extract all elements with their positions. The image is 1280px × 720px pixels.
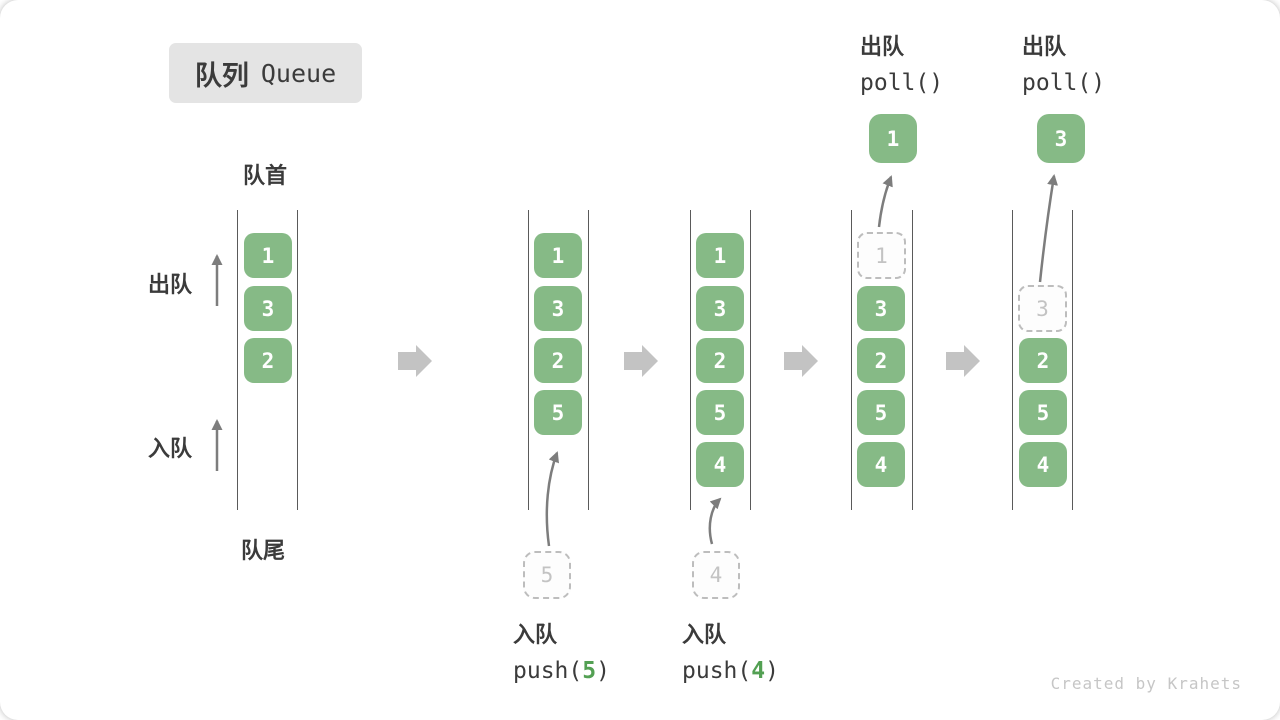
queue-cell: 1 bbox=[696, 233, 744, 278]
polled-value-box: 3 bbox=[1037, 114, 1085, 163]
queue-cell: 2 bbox=[696, 338, 744, 383]
queue-cell: 3 bbox=[696, 286, 744, 331]
queue-column-rails bbox=[690, 210, 751, 510]
dequeued-ghost-cell: 1 bbox=[857, 232, 906, 279]
queue-cell: 4 bbox=[1019, 442, 1067, 487]
title-en: Queue bbox=[260, 58, 337, 88]
queue-cell: 4 bbox=[696, 442, 744, 487]
poll-caption-code: poll() bbox=[1022, 70, 1106, 96]
queue-cell: 2 bbox=[244, 338, 292, 383]
polled-value-box: 1 bbox=[869, 114, 917, 163]
code-arg: 4 bbox=[751, 658, 766, 684]
dequeued-ghost-cell: 3 bbox=[1018, 285, 1067, 332]
title-badge: 队列 Queue bbox=[169, 43, 362, 103]
push-caption-name: 入队 bbox=[513, 622, 558, 647]
title-zh: 队列 bbox=[194, 60, 249, 91]
queue-cell: 2 bbox=[1019, 338, 1067, 383]
watermark: Created by Krahets bbox=[1050, 674, 1242, 693]
code-close: ) bbox=[596, 658, 610, 684]
queue-cell: 3 bbox=[534, 286, 582, 331]
state-transition-arrow bbox=[398, 345, 432, 377]
queue-cell: 3 bbox=[244, 286, 292, 331]
queue-cell: 2 bbox=[857, 338, 905, 383]
staged-enqueue-cell: 4 bbox=[692, 551, 740, 599]
state-transition-arrow bbox=[624, 345, 658, 377]
code-open: push( bbox=[513, 658, 583, 684]
queue-rear-label: 队尾 bbox=[241, 538, 286, 563]
queue-cell: 2 bbox=[534, 338, 582, 383]
queue-front-label: 队首 bbox=[243, 163, 288, 188]
state-transition-arrow bbox=[784, 345, 818, 377]
push-caption-5: 入队 push(5) bbox=[513, 617, 610, 684]
code-arg: 5 bbox=[582, 658, 597, 684]
state-transition-arrow bbox=[946, 345, 980, 377]
queue-column-rails bbox=[528, 210, 589, 510]
queue-column-rails bbox=[1012, 210, 1073, 510]
queue-column-rails bbox=[851, 210, 913, 510]
dequeue-label-left: 出队 bbox=[148, 272, 193, 297]
queue-cell: 1 bbox=[244, 233, 292, 278]
poll-caption-1: 出队 poll() bbox=[860, 29, 943, 96]
push-caption-code: push(5) bbox=[513, 658, 610, 684]
queue-column-rails bbox=[237, 210, 298, 510]
code-open: push( bbox=[682, 658, 752, 684]
queue-cell: 4 bbox=[857, 442, 905, 487]
push-caption-name: 入队 bbox=[682, 622, 727, 647]
poll-caption-name: 出队 bbox=[860, 34, 905, 59]
poll-caption-name: 出队 bbox=[1022, 34, 1067, 59]
enqueue-label-left: 入队 bbox=[148, 436, 193, 461]
code-close: ) bbox=[765, 658, 779, 684]
poll-caption-2: 出队 poll() bbox=[1022, 29, 1105, 96]
queue-cell: 5 bbox=[857, 390, 905, 435]
queue-cell: 3 bbox=[857, 286, 905, 331]
poll-caption-code: poll() bbox=[860, 70, 944, 96]
queue-cell: 5 bbox=[534, 390, 582, 435]
staged-enqueue-cell: 5 bbox=[523, 551, 571, 599]
push-caption-code: push(4) bbox=[682, 658, 779, 684]
queue-cell: 5 bbox=[696, 390, 744, 435]
queue-cell: 1 bbox=[534, 233, 582, 278]
push-caption-4: 入队 push(4) bbox=[682, 617, 779, 684]
queue-cell: 5 bbox=[1019, 390, 1067, 435]
